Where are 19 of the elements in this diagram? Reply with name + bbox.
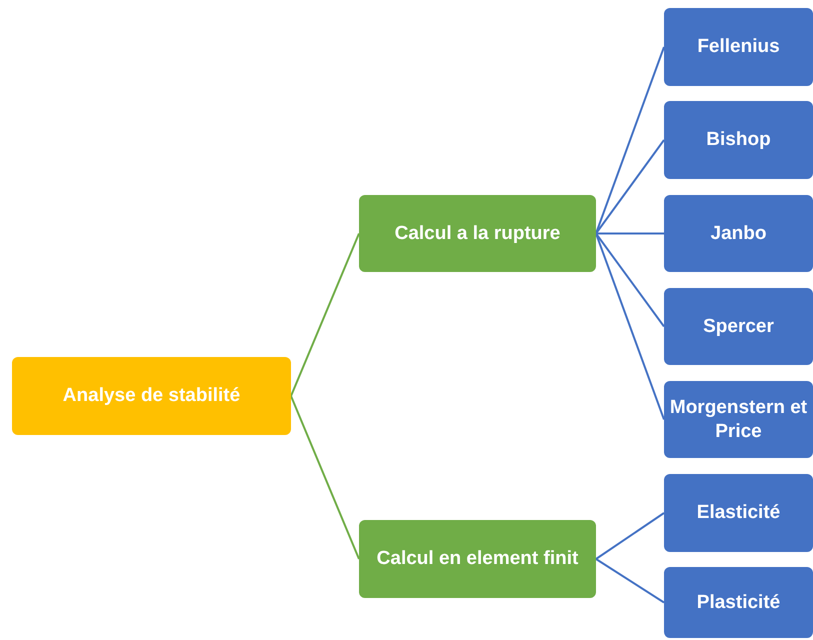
- leaf-box: Elasticité: [664, 474, 813, 552]
- leaf-box: Spercer: [664, 288, 813, 365]
- leaf-box: Bishop: [664, 101, 813, 179]
- connector-line: [595, 232, 665, 328]
- connector-line: [595, 139, 665, 234]
- leaf-box: Janbo: [664, 195, 813, 272]
- connector-line: [596, 232, 664, 234]
- connector-line: [595, 233, 665, 420]
- branch-box: Calcul a la rupture: [359, 195, 596, 272]
- connector-line: [290, 233, 360, 396]
- connector-line: [595, 512, 665, 560]
- leaf-box: Fellenius: [664, 8, 813, 86]
- leaf-box: Morgenstern et Price: [664, 381, 813, 458]
- leaf-box: Plasticité: [664, 567, 813, 638]
- branch-box: Calcul en element finit: [359, 520, 596, 598]
- connector-line: [595, 558, 665, 604]
- connector-line: [595, 46, 665, 234]
- root-box: Analyse de stabilité: [12, 357, 291, 435]
- connector-line: [290, 396, 360, 560]
